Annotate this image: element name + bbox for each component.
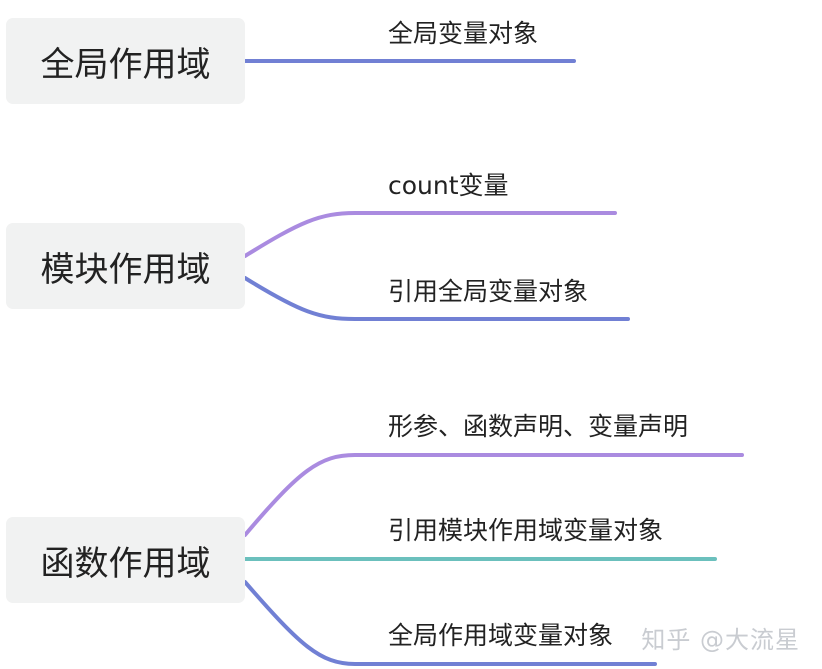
node-module-scope[interactable]: 模块作用域 [6, 223, 245, 309]
leaf-ref-global-variable-object[interactable]: 引用全局变量对象 [388, 277, 589, 306]
node-title: 模块作用域 [40, 249, 211, 290]
leaf-count-variable[interactable]: count变量 [388, 171, 509, 200]
leaf-global-variable-object[interactable]: 全局变量对象 [388, 19, 539, 48]
connector-function-scope-0 [243, 453, 744, 537]
node-global-scope[interactable]: 全局作用域 [6, 18, 245, 104]
connector-module-scope-1 [243, 276, 630, 321]
leaf-global-scope-variable-object[interactable]: 全局作用域变量对象 [388, 621, 614, 650]
connector-function-scope-2 [243, 580, 657, 666]
watermark-text: 知乎 @大流星 [641, 626, 800, 654]
node-function-scope[interactable]: 函数作用域 [6, 517, 245, 603]
node-title: 函数作用域 [40, 543, 211, 584]
leaf-ref-module-scope-object[interactable]: 引用模块作用域变量对象 [388, 516, 664, 545]
leaf-params-declarations[interactable]: 形参、函数声明、变量声明 [388, 412, 689, 441]
node-title: 全局作用域 [40, 44, 211, 85]
connector-module-scope-0 [243, 211, 617, 258]
